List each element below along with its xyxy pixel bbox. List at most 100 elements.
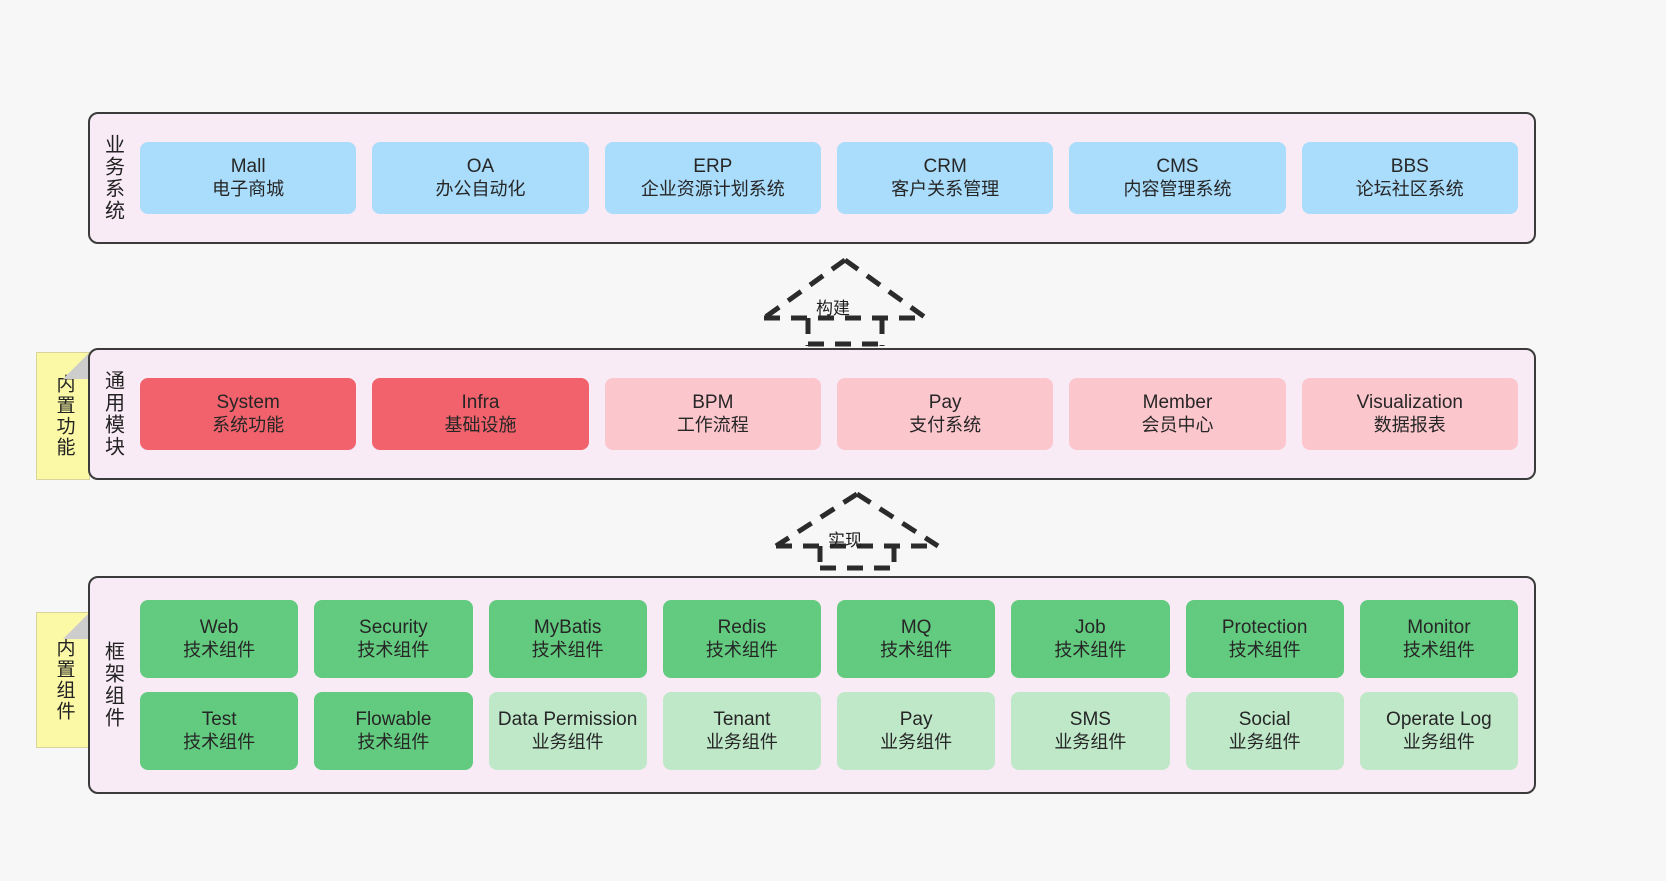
component-card-subtitle: 业务组件	[1054, 731, 1127, 752]
note-builtin-functions: 内置功能	[36, 352, 90, 480]
component-card-name: Protection	[1221, 617, 1308, 639]
component-card-name: Data Permission	[497, 709, 638, 731]
component-card-name: Mall	[230, 156, 266, 178]
component-card-name: BPM	[692, 392, 734, 414]
component-card-name: Tenant	[713, 709, 771, 731]
component-card-name: Redis	[717, 617, 767, 639]
component-card-name: Visualization	[1356, 392, 1463, 414]
layer-title-framework-components: 框架组件	[101, 641, 124, 729]
component-card-name: Monitor	[1407, 617, 1471, 639]
component-card-name: Infra	[461, 392, 500, 414]
component-card-subtitle: 电子商城	[212, 178, 285, 199]
component-card-subtitle: 论坛社区系统	[1355, 178, 1464, 199]
component-card-subtitle: 客户关系管理	[891, 178, 1000, 199]
component-card-name: MQ	[900, 617, 932, 639]
component-card-subtitle: 会员中心	[1141, 414, 1214, 435]
component-card-subtitle: 业务组件	[705, 731, 778, 752]
connector-build-arrow	[762, 257, 928, 347]
component-card-name: Web	[199, 617, 239, 639]
component-card-subtitle: 技术组件	[357, 639, 430, 660]
note-builtin-functions-label: 内置功能	[53, 374, 75, 458]
component-card-subtitle: 企业资源计划系统	[640, 178, 785, 199]
note-builtin-components-label: 内置组件	[53, 638, 75, 722]
connector-build-label: 构建	[816, 299, 850, 318]
component-card-name: Security	[359, 617, 428, 639]
component-card-subtitle: 技术组件	[705, 639, 778, 660]
component-card-name: MyBatis	[533, 617, 602, 639]
layer-title-business-system: 业务系统	[101, 134, 124, 222]
component-card-subtitle: 业务组件	[1402, 731, 1475, 752]
component-card-name: Flowable	[355, 709, 432, 731]
connector-implement: 实现	[772, 490, 942, 571]
component-card-name: Job	[1075, 617, 1106, 639]
component-card-name: BBS	[1390, 156, 1429, 178]
component-card-name: Social	[1238, 709, 1291, 731]
component-card-name: OA	[466, 156, 495, 178]
component-card-subtitle: 技术组件	[531, 639, 604, 660]
component-card-name: ERP	[693, 156, 733, 178]
component-card-subtitle: 业务组件	[1228, 731, 1301, 752]
layer-title-common-modules: 通用模块	[101, 370, 124, 458]
component-card-subtitle: 技术组件	[1054, 639, 1127, 660]
component-card-subtitle: 基础设施	[444, 414, 517, 435]
component-card-name: CRM	[923, 156, 967, 178]
component-card-subtitle: 工作流程	[676, 414, 749, 435]
component-card-name: System	[216, 392, 280, 414]
component-card-subtitle: 技术组件	[357, 731, 430, 752]
component-card-subtitle: 技术组件	[1228, 639, 1301, 660]
connector-implement-arrow	[774, 491, 940, 571]
component-card-name: Member	[1142, 392, 1213, 414]
component-card-name: Pay	[928, 392, 962, 414]
component-card-subtitle: 技术组件	[880, 639, 953, 660]
component-card-subtitle: 内容管理系统	[1123, 178, 1232, 199]
component-card-name: Operate Log	[1386, 709, 1492, 731]
component-card-subtitle: 技术组件	[1402, 639, 1475, 660]
component-card-subtitle: 业务组件	[531, 731, 604, 752]
component-card-name: Test	[201, 709, 237, 731]
component-card-subtitle: 技术组件	[183, 639, 256, 660]
connector-implement-label: 实现	[828, 531, 862, 550]
component-card-name: CMS	[1156, 156, 1199, 178]
component-card-subtitle: 系统功能	[212, 414, 285, 435]
note-builtin-components: 内置组件	[36, 612, 90, 748]
component-card-subtitle: 数据报表	[1373, 414, 1446, 435]
